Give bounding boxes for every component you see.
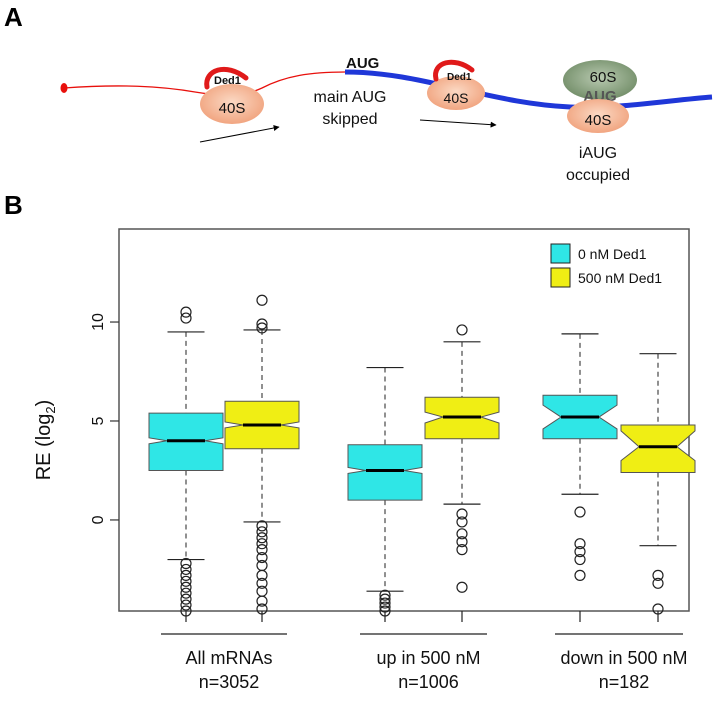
occupied-caption-line1: iAUG	[579, 145, 617, 162]
outlier-point	[256, 526, 268, 538]
ribosome-40s-label: 40S	[444, 90, 469, 106]
outlier-point	[256, 595, 268, 607]
outlier-point	[456, 516, 468, 528]
ribosome-40s-label: 40S	[219, 100, 246, 117]
outlier-point	[180, 587, 192, 599]
outlier-point	[456, 508, 468, 520]
outlier-point	[180, 569, 192, 581]
outlier-point	[379, 593, 391, 605]
group-n-label: n=3052	[199, 672, 260, 692]
outlier-point	[180, 575, 192, 587]
panel-a-letter: A	[4, 2, 23, 32]
outlier-point	[256, 551, 268, 564]
outlier-point	[456, 544, 468, 556]
outlier-point	[256, 532, 268, 544]
y-tick-label: 5	[90, 416, 107, 425]
occupied-caption-line2: occupied	[566, 167, 630, 184]
ded1-label: Ded1	[447, 72, 472, 83]
legend: 0 nM Ded1 500 nM Ded1	[550, 243, 662, 288]
group-label: down in 500 nM	[560, 648, 687, 668]
box-500nM-group-0	[224, 294, 300, 615]
group-label: up in 500 nM	[376, 648, 480, 668]
outlier-point	[256, 569, 268, 581]
outlier-point	[574, 553, 586, 566]
skip-caption-line2: skipped	[322, 111, 377, 128]
box-body	[620, 424, 696, 473]
ribosome-40s-label: 40S	[585, 112, 612, 129]
y-axis-label: RE (log2)	[33, 400, 58, 481]
box-0nM-group-2	[542, 333, 618, 581]
outlier-point	[574, 538, 586, 550]
outlier-point	[652, 577, 664, 589]
ribosome-40s-initiating	[567, 99, 629, 133]
outlier-point	[180, 306, 192, 318]
box-0nM-group-0	[148, 306, 224, 617]
outlier-point	[180, 599, 192, 611]
legend-swatch	[550, 267, 571, 288]
ribosome-60s-label: 60S	[590, 69, 617, 86]
box-body	[347, 444, 423, 501]
scanning-arrow	[419, 119, 497, 128]
outlier-point	[456, 536, 468, 548]
legend-label: 500 nM Ded1	[578, 270, 662, 286]
outlier-point	[180, 581, 192, 593]
outlier-point	[574, 546, 586, 558]
main-aug-codon: AUG	[346, 55, 379, 72]
outlier-point	[574, 569, 586, 581]
outlier-point	[180, 563, 192, 576]
outlier-point	[456, 581, 468, 593]
outlier-point	[256, 322, 268, 334]
y-tick-label: 0	[90, 515, 107, 524]
ribosome-40s-bypassing	[427, 76, 485, 110]
outlier-point	[256, 538, 268, 550]
scanning-arrow	[199, 125, 280, 143]
outlier-point	[256, 577, 268, 589]
legend-label: 0 nM Ded1	[578, 246, 647, 262]
box-500nM-group-2	[620, 353, 696, 615]
outlier-point	[256, 544, 268, 556]
outlier-point	[574, 506, 586, 518]
ded1-helicase-shape	[204, 66, 249, 90]
outlier-point	[180, 593, 192, 605]
group-n-label: n=1006	[398, 672, 459, 692]
outlier-point	[456, 324, 468, 336]
outlier-point	[180, 312, 192, 324]
y-tick-label: 10	[90, 313, 107, 331]
ribosome-40s-scanning	[200, 84, 264, 124]
outlier-point	[180, 557, 192, 570]
coding-region-line	[344, 69, 713, 110]
outlier-point	[256, 294, 268, 306]
group-n-label: n=182	[599, 672, 650, 692]
outlier-point	[256, 318, 268, 330]
legend-swatch	[550, 243, 571, 264]
outlier-point	[652, 569, 664, 581]
box-500nM-group-1	[424, 324, 500, 593]
skip-caption-line1: main AUG	[314, 89, 387, 106]
outlier-point	[456, 528, 468, 540]
outlier-point	[256, 520, 268, 532]
ded1-label: Ded1	[214, 75, 241, 87]
outlier-point	[379, 589, 391, 601]
group-label: All mRNAs	[185, 648, 272, 668]
box-0nM-group-1	[347, 366, 423, 617]
plot-frame	[118, 228, 690, 612]
ded1-helicase-shape	[433, 59, 475, 82]
panel-b-letter: B	[4, 190, 23, 220]
ribosome-60s-subunit	[563, 60, 637, 100]
outlier-point	[379, 597, 391, 609]
